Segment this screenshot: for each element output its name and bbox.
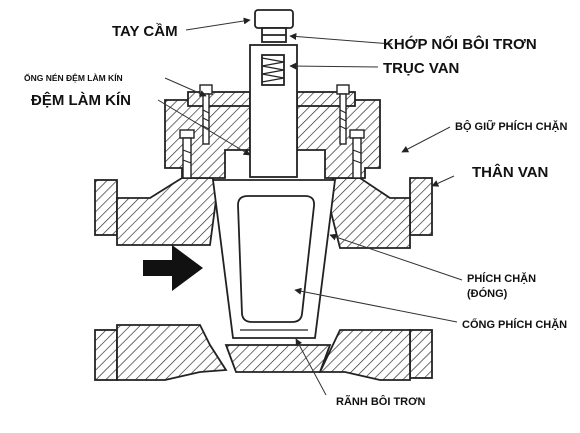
valve-stem — [249, 44, 298, 178]
arrow-right-icon — [143, 245, 203, 291]
stem-spring — [261, 57, 285, 83]
label-plug-retainer: BỘ GIỮ PHÍCH CHẶN — [455, 120, 567, 133]
label-stem: TRỤC VAN — [383, 60, 459, 77]
label-packing-gland: ỐNG NÉN ĐỆM LÀM KÍN — [24, 72, 123, 83]
labels: TAY CẦM KHỚP NỐI BÔI TRƠN TRỤC VAN ỐNG N… — [24, 23, 567, 408]
label-plug-line1: PHÍCH CHẶN — [467, 272, 536, 285]
label-lube-groove: RÃNH BÔI TRƠN — [336, 395, 425, 408]
label-packing: ĐỆM LÀM KÍN — [31, 91, 131, 109]
valve-plug — [211, 179, 337, 339]
label-plug-line2: (ĐÓNG) — [467, 287, 508, 300]
label-handle: TAY CẦM — [112, 23, 178, 40]
bolt-threads — [182, 109, 362, 164]
handle — [254, 9, 294, 43]
label-plug-port: CỔNG PHÍCH CHẶN — [462, 318, 567, 331]
leader-lines — [157, 17, 463, 396]
label-lube-fitting: KHỚP NỐI BÔI TRƠN — [383, 35, 537, 53]
label-body: THÂN VAN — [472, 163, 548, 181]
